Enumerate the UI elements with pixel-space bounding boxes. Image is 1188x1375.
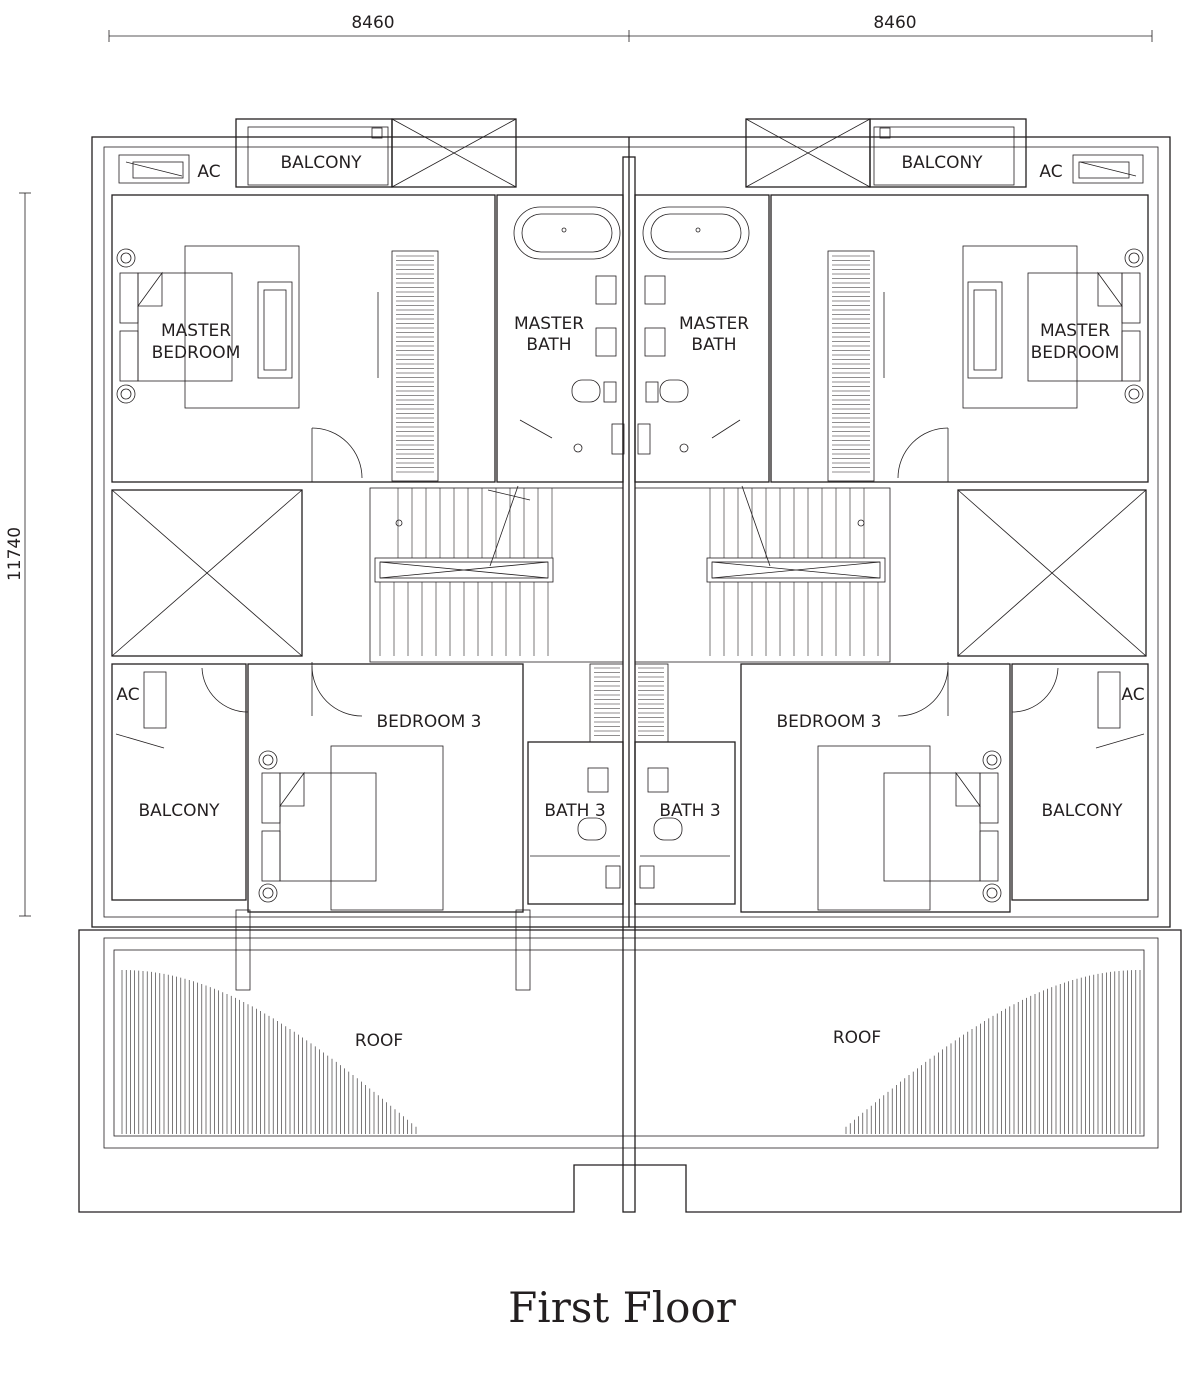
- top-balcony-right: [745, 118, 1144, 188]
- bath3-right: [634, 663, 736, 905]
- label-bath3-right: BATH 3: [659, 801, 720, 821]
- dimension-width-right: 8460: [873, 13, 916, 33]
- plan-title: First Floor: [508, 1283, 737, 1332]
- balcony-bottom-left: [111, 663, 249, 901]
- label-master-bath-right-1: MASTER: [679, 314, 749, 334]
- roof: [78, 909, 1182, 1213]
- label-ac-mid-left: AC: [116, 685, 139, 705]
- balcony-bottom-right: [1011, 663, 1149, 901]
- master-bedroom-left: [111, 194, 496, 483]
- bath3-left: [527, 663, 624, 905]
- label-bath3-left: BATH 3: [544, 801, 605, 821]
- void-left: [111, 489, 303, 657]
- master-bath-left: [496, 194, 625, 483]
- master-bath-right: [634, 194, 770, 483]
- master-bedroom-right: [770, 194, 1149, 483]
- bedroom3-right: [740, 662, 1011, 913]
- bedroom3-left: [247, 662, 524, 913]
- label-master-bath-left-2: BATH: [526, 335, 571, 355]
- label-balcony-top-left: BALCONY: [280, 153, 362, 173]
- top-balcony-left: [118, 118, 517, 188]
- label-bedroom3-left: BEDROOM 3: [377, 712, 482, 732]
- void-right: [957, 489, 1147, 657]
- wardrobe-hatching: [396, 255, 870, 736]
- label-master-bedroom-left-1: MASTER: [161, 321, 231, 341]
- label-balcony-top-right: BALCONY: [901, 153, 983, 173]
- staircase-right: [634, 485, 891, 663]
- label-balcony-bottom-left: BALCONY: [138, 801, 220, 821]
- roof-hatch-right: [845, 970, 1141, 1134]
- dimension-depth: 11740: [5, 527, 25, 581]
- label-ac-top-left: AC: [197, 162, 220, 182]
- label-master-bedroom-right-2: BEDROOM: [1031, 343, 1120, 363]
- label-balcony-bottom-right: BALCONY: [1041, 801, 1123, 821]
- label-master-bedroom-left-2: BEDROOM: [152, 343, 241, 363]
- stair-treads: [379, 488, 879, 656]
- label-ac-top-right: AC: [1039, 162, 1062, 182]
- label-master-bedroom-right-1: MASTER: [1040, 321, 1110, 341]
- outer-walls: [91, 136, 1171, 928]
- dimension-width-left: 8460: [351, 13, 394, 33]
- label-roof-left: ROOF: [355, 1031, 403, 1051]
- label-master-bath-left-1: MASTER: [514, 314, 584, 334]
- label-master-bath-right-2: BATH: [691, 335, 736, 355]
- label-roof-right: ROOF: [833, 1028, 881, 1048]
- label-ac-mid-right: AC: [1121, 685, 1144, 705]
- dimension-lines: [19, 30, 1153, 917]
- roof-hatch-left: [121, 970, 417, 1134]
- label-bedroom3-right: BEDROOM 3: [777, 712, 882, 732]
